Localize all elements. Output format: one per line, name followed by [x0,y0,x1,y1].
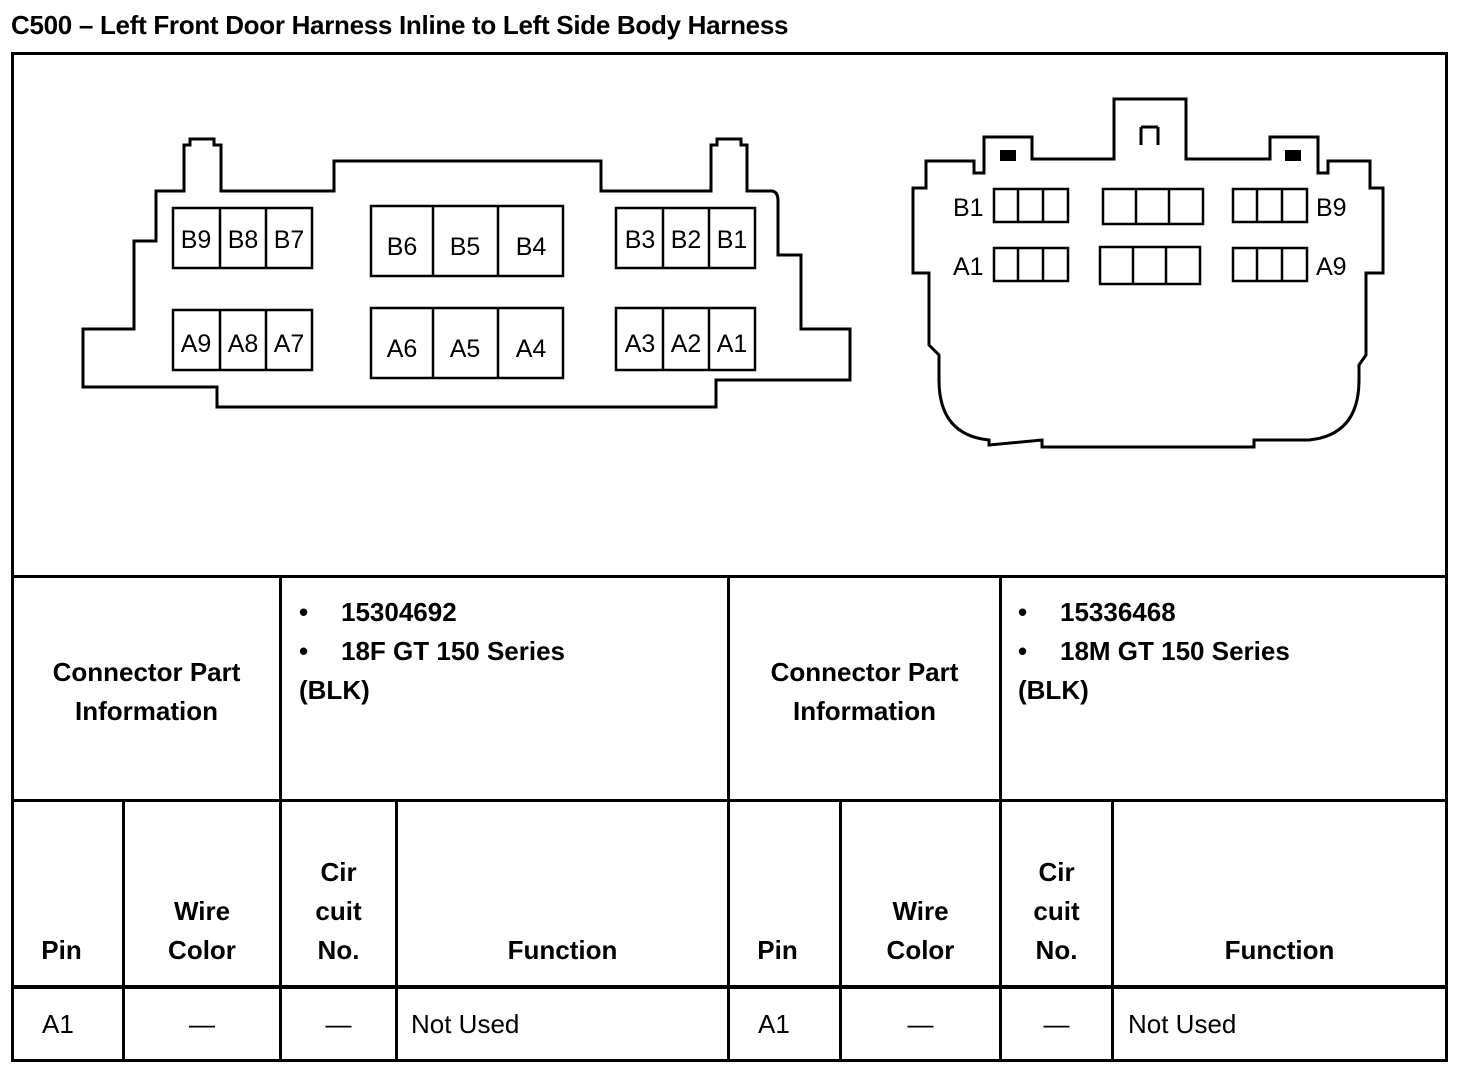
pin-label-a-6: A4 [516,335,547,363]
bullet-icon: • [299,597,309,627]
pin-label-b-3: B7 [274,226,305,254]
wire-color-cell: — [907,1009,934,1039]
col-divider [1111,799,1114,1059]
header-text: No. [317,935,360,965]
pin-cell: A1 [42,1009,74,1039]
col-divider [999,575,1002,1059]
header-text: cuit [1033,896,1080,926]
connector-series: 18M GT 150 Series [1060,636,1290,666]
pin-label-a-4: A6 [387,335,418,363]
pin-label-a-1: A9 [181,330,212,358]
part-number: 15336468 [1060,597,1176,627]
part-info-label-left: Connector Part Information [14,653,279,731]
part-info-details-right: • 15336468 • 18M GT 150 Series (BLK) [1018,593,1438,710]
table-row-left: A1 — — Not Used [14,989,727,1059]
header-text: Pin [757,935,798,965]
table-row-right: A1 — — Not Used [730,989,1445,1059]
header-text: Function [507,935,618,965]
header-pin-right: Pin [730,931,825,970]
pin-cell: A1 [758,1009,790,1039]
header-text: Wire [892,896,949,926]
wire-color-cell: — [189,1009,215,1039]
part-info-label-line1: Connector Part [770,657,959,687]
header-text: cuit [315,896,362,926]
right-a-left-label: A1 [953,253,984,281]
header-wire-color-right: Wire Color [842,892,999,970]
header-text: No. [1035,935,1078,965]
function-cell: Not Used [411,1009,520,1039]
header-pin-left: Pin [14,931,109,970]
part-number-item: • 15336468 [1018,593,1438,632]
pin-label-a-5: A5 [450,335,481,363]
header-text: Cir [320,857,357,887]
pin-label-a-3: A7 [274,330,305,358]
pin-label-b-4: B6 [387,233,418,261]
header-circuit-right: Cir cuit No. [1002,853,1111,970]
connector-color: (BLK) [299,675,370,705]
page-title: C500 – Left Front Door Harness Inline to… [11,10,789,40]
header-wire-color-left: Wire Color [125,892,279,970]
right-connector-latches [1000,150,1301,161]
left-connector-body [81,137,852,409]
part-info-label-right: Connector Part Information [730,653,999,731]
col-divider [395,799,398,1059]
header-function-left: Function [398,931,727,970]
left-connector-cavities [171,204,757,380]
header-circuit-left: Cir cuit No. [282,853,395,970]
col-divider [839,799,842,1059]
header-text: Color [886,935,955,965]
header-text: Pin [41,935,82,965]
header-text: Color [168,935,236,965]
col-divider [727,575,730,1059]
pin-label-b-6: B4 [516,233,547,261]
part-number: 15304692 [341,597,457,627]
right-connector-cavities [992,187,1309,286]
header-text: Cir [1038,857,1075,887]
pin-label-b-5: B5 [450,233,481,261]
function-cell: Not Used [1128,1009,1237,1039]
header-text: Function [1224,935,1335,965]
right-b-left-label: B1 [953,194,984,222]
right-a-right-label: A9 [1316,253,1347,281]
connector-color: (BLK) [1018,675,1089,705]
pin-label-a-9: A1 [717,330,748,358]
pin-label-a-2: A8 [228,330,259,358]
part-number-item: • 15304692 [299,593,719,632]
col-divider [279,575,282,1059]
pin-label-b-9: B1 [717,226,748,254]
pin-label-b-1: B9 [181,226,212,254]
pin-label-b-2: B8 [228,226,259,254]
part-info-details-left: • 15304692 • 18F GT 150 Series (BLK) [299,593,719,710]
pin-label-a-7: A3 [625,330,656,358]
right-connector-body [911,97,1385,449]
circuit-cell: — [1043,1009,1070,1039]
part-info-label-line2: Information [75,696,218,726]
bullet-icon: • [1018,597,1028,627]
right-b-right-label: B9 [1316,194,1347,222]
pin-label-a-8: A2 [671,330,702,358]
series-item: • 18F GT 150 Series [299,632,719,671]
part-info-label-line1: Connector Part [52,657,241,687]
circuit-cell: — [325,1009,352,1039]
header-text: Wire [173,896,231,926]
series-item: • 18M GT 150 Series [1018,632,1438,671]
bullet-icon: • [299,636,309,666]
col-divider [122,799,125,1059]
bullet-icon: • [1018,636,1028,666]
header-function-right: Function [1114,931,1445,970]
right-connector-pin-labels: B1 B9 A1 A9 [953,194,1347,281]
pin-label-b-8: B2 [671,226,702,254]
connector-series: 18F GT 150 Series [341,636,566,666]
pin-label-b-7: B3 [625,226,656,254]
part-info-label-line2: Information [793,696,936,726]
